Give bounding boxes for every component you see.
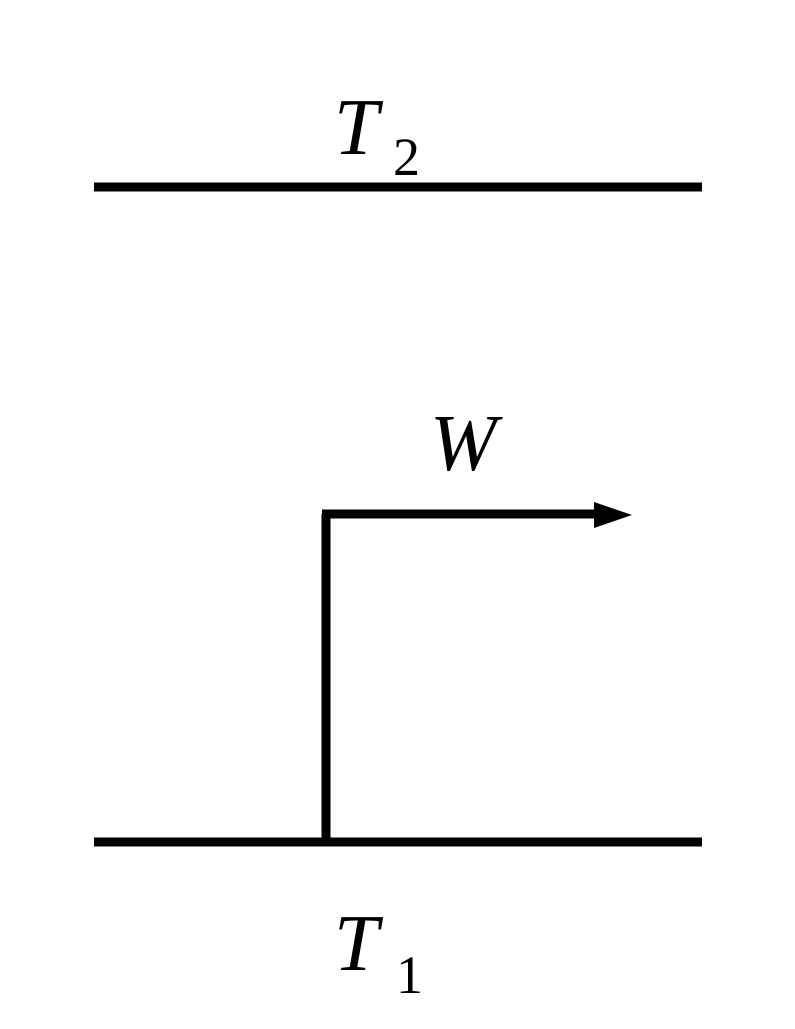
lower-reservoir-label: T xyxy=(334,900,384,988)
work-arrowhead xyxy=(594,502,632,528)
upper-reservoir-label: T xyxy=(334,84,384,172)
work-label: W xyxy=(430,400,503,488)
lower-reservoir-subscript: 1 xyxy=(396,945,423,1005)
upper-reservoir-subscript: 2 xyxy=(393,127,420,187)
